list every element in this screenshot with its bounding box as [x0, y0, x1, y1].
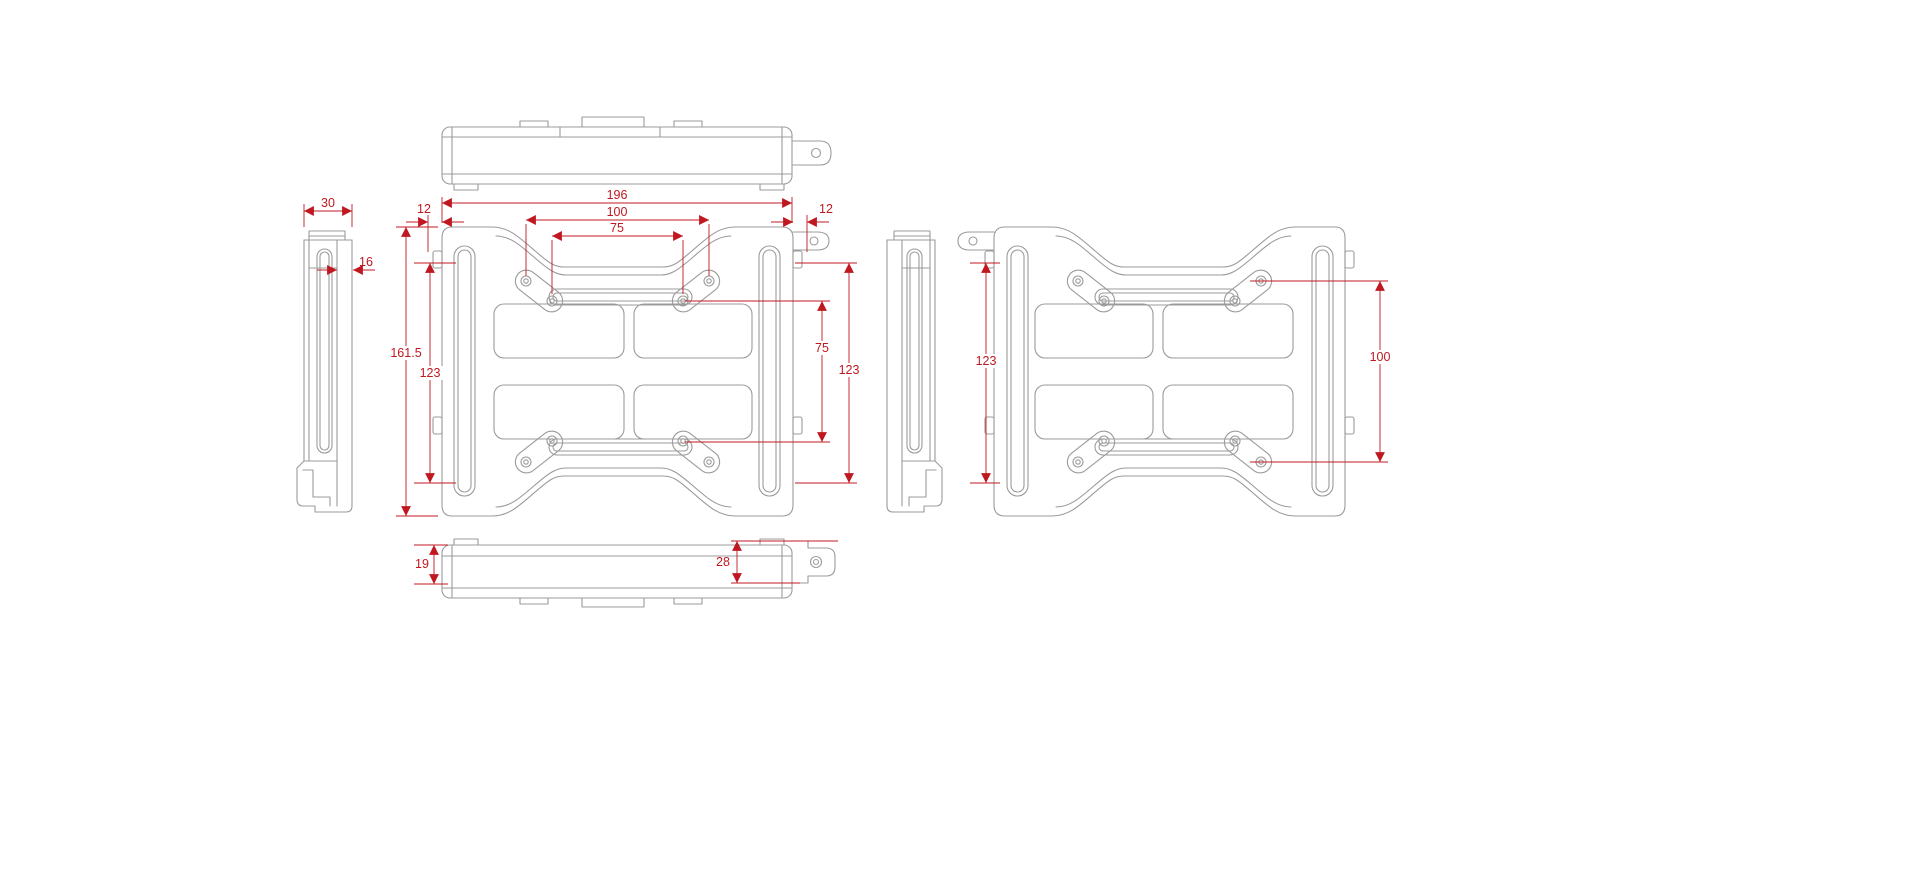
- dim-front-slot-height-left: 123: [413, 262, 456, 484]
- dimension-text: 161.5: [390, 346, 421, 360]
- dim-front-overall-height: 161.5: [388, 226, 438, 517]
- dim-side-overall-width: 30: [303, 196, 353, 227]
- dim-bottom-tab-height: 28: [716, 540, 838, 584]
- dimension-text: 12: [417, 202, 431, 216]
- text-backdrop: [413, 366, 447, 380]
- back-view: [957, 226, 1355, 517]
- dim-front-hole-spacing-75: 75: [551, 221, 684, 294]
- dimension-text: 12: [819, 202, 833, 216]
- dimension-text: 100: [1370, 350, 1391, 364]
- text-backdrop: [969, 354, 1003, 368]
- dim-front-hole-spacing-100: 100: [525, 205, 710, 276]
- top-view: [441, 116, 832, 191]
- text-backdrop: [388, 346, 425, 360]
- top-tab: [673, 120, 703, 128]
- dimension-text: 100: [607, 205, 628, 219]
- dimension-text: 28: [716, 555, 730, 569]
- dim-back-slot-height: 123: [969, 262, 1003, 484]
- front-view: [432, 226, 830, 517]
- dim-front-overall-width: 196: [441, 188, 793, 223]
- text-backdrop: [807, 341, 837, 355]
- dim-side-plate-thickness: 16: [317, 255, 375, 275]
- top-outline: [441, 126, 793, 185]
- dim-front-slot-height-right: 123: [795, 262, 866, 484]
- mounting-ear: [791, 540, 836, 584]
- ear-hole: [810, 147, 822, 159]
- top-tab: [519, 120, 549, 128]
- dim-bottom-thickness: 19: [414, 544, 448, 585]
- text-backdrop: [1362, 350, 1399, 364]
- bottom-tab: [519, 597, 549, 605]
- left-side-view: [296, 230, 353, 513]
- dim-back-hole-spacing: 100: [1250, 280, 1399, 463]
- foot-tab: [759, 538, 785, 546]
- dimension-text: 16: [359, 255, 373, 269]
- dimension-text: 196: [607, 188, 628, 202]
- dimension-text: 30: [321, 196, 335, 210]
- dimension-text: 123: [839, 363, 860, 377]
- ear-hole: [809, 555, 823, 569]
- dimension-text: 75: [610, 221, 624, 235]
- bottom-view: [441, 538, 836, 608]
- dimension-text: 123: [420, 366, 441, 380]
- dimension-text: 75: [815, 341, 829, 355]
- mounting-ear: [791, 140, 832, 166]
- ear-hole-center: [812, 558, 820, 566]
- dim-front-left-offset: 12: [406, 202, 464, 252]
- dim-front-hole-spacing-vert: 75: [685, 300, 837, 443]
- bottom-tab: [673, 597, 703, 605]
- right-side-view: [886, 230, 943, 513]
- dimension-text: 19: [415, 557, 429, 571]
- bottom-outline: [441, 544, 793, 599]
- dimension-text: 123: [976, 354, 997, 368]
- dim-front-right-offset: 12: [771, 202, 833, 252]
- foot-tab: [759, 183, 785, 191]
- foot-tab: [453, 538, 479, 546]
- top-tab: [581, 116, 645, 128]
- text-backdrop: [833, 363, 866, 377]
- foot-tab: [453, 183, 479, 191]
- dimensions: 196 100 75 12 12: [303, 188, 1399, 585]
- bottom-tab: [581, 597, 645, 608]
